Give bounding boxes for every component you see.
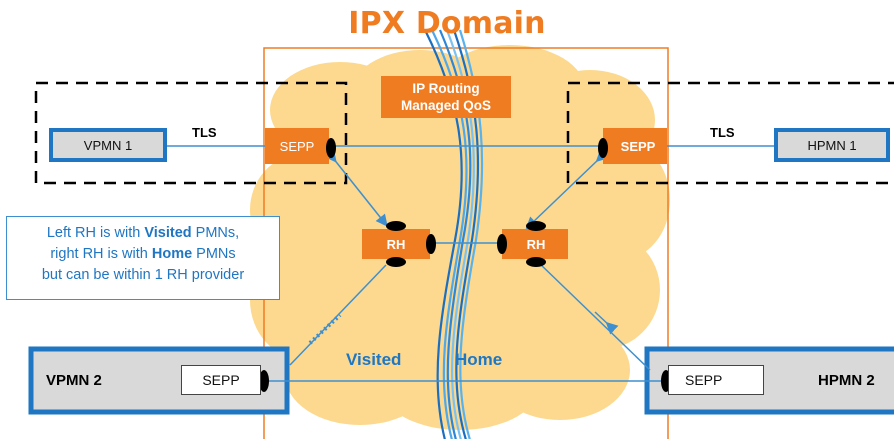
rh-right-shape — [497, 221, 568, 267]
ip-routing-line2: Managed QoS — [400, 98, 491, 113]
home-label: Home — [455, 350, 503, 369]
right-sepp-shape — [603, 128, 667, 164]
note-visited: Visited — [144, 225, 192, 241]
note-text: PMNs — [192, 246, 236, 262]
left-sepp-label: SEPP — [279, 138, 315, 154]
rh-left-shape — [362, 221, 436, 267]
hpmn2-frame — [644, 346, 894, 415]
vpmn2-sepp: SEPP — [181, 365, 261, 395]
hpmn1-frame — [774, 128, 890, 162]
note-home: Home — [151, 246, 193, 262]
rh-left-label: RH — [386, 236, 406, 252]
hpmn2-label: HPMN 2 — [818, 372, 875, 389]
vpmn1-label: VPMN 1 — [83, 137, 133, 153]
visited-label: Visited — [346, 350, 402, 369]
rh-note: Left RH is with Visited PMNs, right RH i… — [6, 216, 280, 300]
note-text: but can be within 1 RH provider — [41, 267, 245, 283]
ip-routing-box: IP Routing Managed QoS — [381, 76, 511, 118]
right-sepp-label: SEPP — [620, 138, 656, 154]
right-dashed-group — [566, 81, 894, 185]
ip-routing-line1: IP Routing — [412, 81, 480, 96]
right-tls-label: TLS — [710, 125, 735, 140]
hpmn2-sepp: SEPP — [668, 365, 764, 395]
vpmn1-frame — [49, 128, 167, 162]
note-text: right RH is with — [50, 246, 152, 262]
hpmn1-label: HPMN 1 — [807, 137, 857, 153]
left-sepp-shape — [265, 128, 329, 164]
left-tls-label: TLS — [192, 125, 217, 140]
vpmn2-label: VPMN 2 — [46, 372, 102, 389]
left-dashed-group — [34, 81, 348, 185]
diagram-title: IPX Domain — [348, 6, 546, 41]
note-text: Left RH is with — [46, 225, 145, 241]
rh-right-label: RH — [526, 236, 546, 252]
arrows — [289, 149, 651, 371]
note-text: PMNs, — [191, 225, 240, 241]
